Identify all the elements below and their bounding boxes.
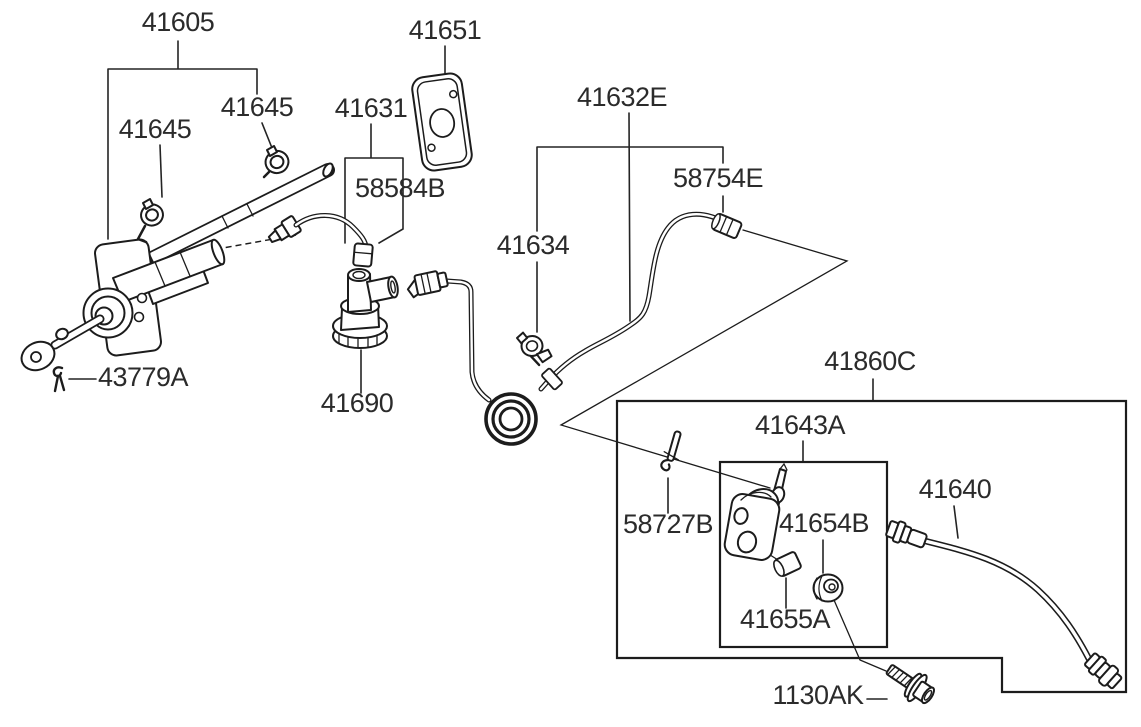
outer-detail-box-41860C: [615, 399, 1128, 694]
hose-41640-drawing: [885, 520, 1123, 690]
pipe-41632E-drawing: [406, 211, 731, 446]
part-label-58584B: 58584B: [354, 173, 446, 203]
pin-58727B-drawing: [660, 430, 682, 472]
union-41690-drawing: [332, 268, 399, 349]
part-label-41645-b: 41645: [220, 92, 294, 122]
part-label-43779A: 43779A: [97, 362, 189, 392]
bracket-41643A-drawing: [723, 462, 788, 561]
gasket-41651-drawing: [411, 72, 473, 172]
part-label-41632E: 41632E: [576, 82, 668, 112]
part-label-41640: 41640: [918, 474, 992, 504]
part-label-41634: 41634: [496, 230, 570, 260]
nut-58754E-drawing: [711, 213, 743, 239]
bushing-41655A-drawing: [773, 551, 802, 577]
part-label-58727B: 58727B: [622, 509, 714, 539]
part-label-41651: 41651: [408, 15, 482, 45]
clip-41645-b: [262, 145, 290, 179]
part-label-41654B: 41654B: [778, 508, 870, 538]
part-label-41655A: 41655A: [739, 604, 831, 634]
bolt-1130AK-drawing: [885, 664, 935, 705]
part-label-58754E: 58754E: [672, 163, 764, 193]
part-label-41645-a: 41645: [118, 114, 192, 144]
part-label-41605: 41605: [141, 7, 215, 37]
grommet-41654B-drawing: [812, 573, 844, 603]
part-label-41631: 41631: [334, 93, 408, 123]
hose-58584B-drawing: [293, 213, 374, 268]
clip-41645-a: [136, 198, 164, 244]
leader-lines: [68, 40, 959, 700]
part-label-41860C: 41860C: [824, 346, 916, 376]
cotter-pin-43779A-drawing: [52, 366, 66, 393]
master-cylinder-drawing: [20, 162, 335, 372]
pipe-end-fitting: [406, 270, 449, 299]
part-label-1130AK: 1130AK: [772, 680, 864, 710]
clamp-41634-drawing: [515, 331, 553, 367]
inner-detail-box-41643A: [718, 460, 889, 649]
part-label-41690: 41690: [320, 388, 394, 418]
part-label-41643A: 41643A: [754, 410, 846, 440]
